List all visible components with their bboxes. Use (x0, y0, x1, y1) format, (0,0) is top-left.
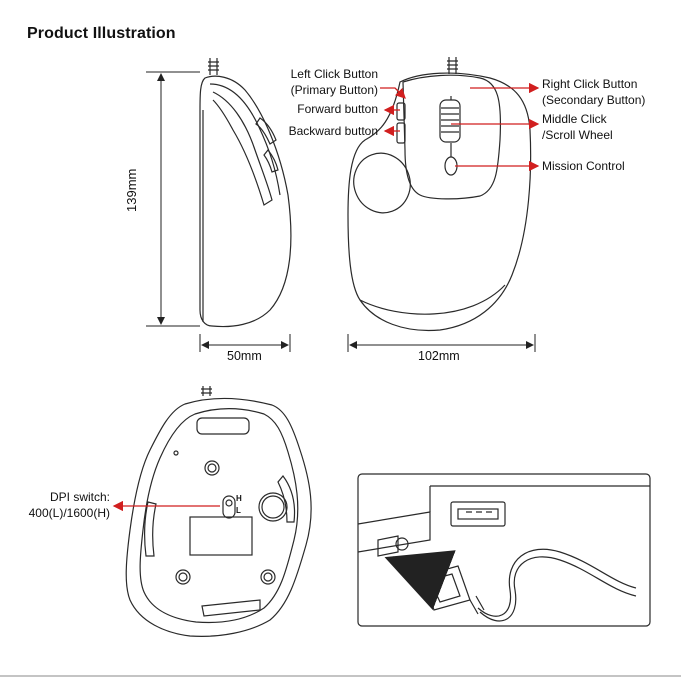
middle-click-label-line2: /Scroll Wheel (542, 127, 613, 143)
usb-connection-diagram (358, 474, 650, 626)
dpi-switch-label-line1: DPI switch: (10, 489, 110, 505)
mission-control-label: Mission Control (542, 158, 625, 174)
dpi-switch-label-line2: 400(L)/1600(H) (10, 505, 110, 521)
left-click-label-line1: Left Click Button (270, 66, 378, 82)
mouse-bottom-view (126, 386, 311, 636)
dpi-switch-label: DPI switch: 400(L)/1600(H) (10, 489, 110, 521)
height-dimension-label: 139mm (124, 169, 139, 212)
left-click-arrow (380, 88, 405, 98)
width-top-dimension-label: 102mm (418, 349, 460, 363)
dpi-low-marker: L (236, 503, 241, 519)
left-click-label-line2: (Primary Button) (270, 82, 378, 98)
width-side-dimension-label: 50mm (227, 349, 262, 363)
right-click-label-line2: (Secondary Button) (542, 92, 645, 108)
right-click-label-line1: Right Click Button (542, 76, 645, 92)
middle-click-label-line1: Middle Click (542, 111, 613, 127)
left-click-label: Left Click Button (Primary Button) (270, 66, 378, 98)
usb-insert-arrow (392, 560, 418, 570)
forward-button-label: Forward button (270, 101, 378, 117)
height-dimension-line (146, 72, 200, 326)
mouse-top-view (345, 57, 530, 330)
mouse-side-view (200, 58, 291, 327)
backward-button-label: Backward button (270, 123, 378, 139)
right-click-label: Right Click Button (Secondary Button) (542, 76, 645, 108)
middle-click-label: Middle Click /Scroll Wheel (542, 111, 613, 143)
